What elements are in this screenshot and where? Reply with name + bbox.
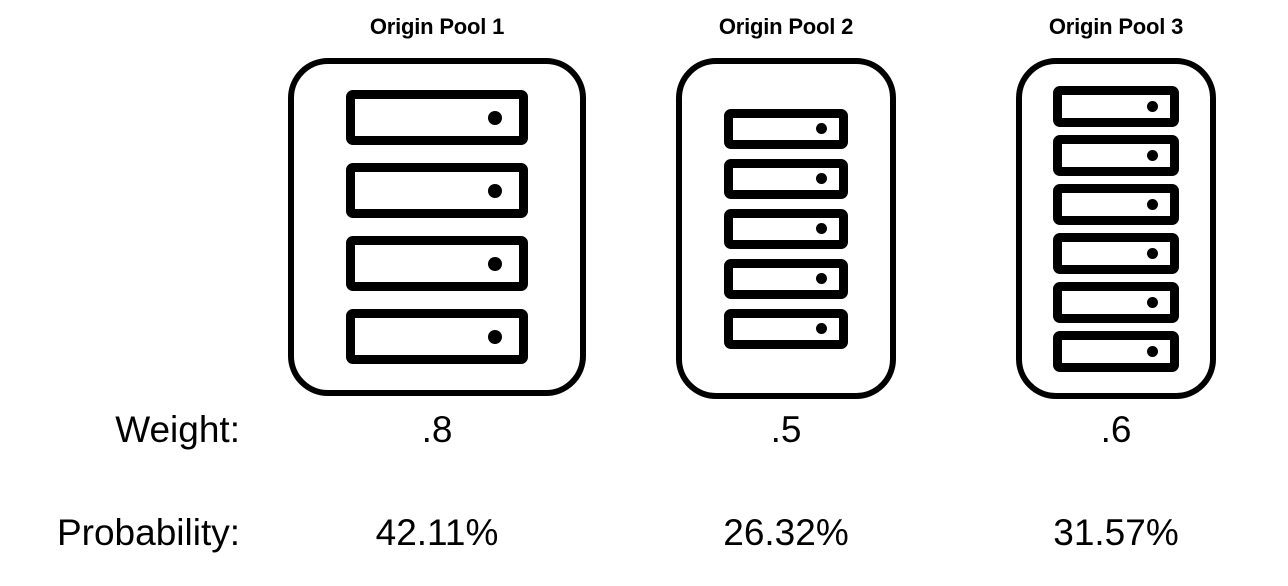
server-rack-unit-icon bbox=[1053, 330, 1179, 372]
server-rack-unit-icon bbox=[346, 90, 528, 145]
server-led-icon bbox=[1147, 345, 1158, 357]
server-led-icon bbox=[816, 173, 827, 184]
server-rack-unit-icon bbox=[1053, 232, 1179, 274]
server-led-icon bbox=[1147, 100, 1158, 112]
server-led-icon bbox=[488, 183, 502, 198]
server-led-icon bbox=[1147, 296, 1158, 308]
origin-pool-3-title: Origin Pool 3 bbox=[1048, 14, 1184, 39]
origin-pool-2-box[interactable] bbox=[676, 58, 896, 399]
server-led-icon bbox=[488, 110, 502, 125]
probability-value-pool-1: 42.11% bbox=[375, 512, 499, 553]
server-rack-unit-icon bbox=[724, 158, 848, 199]
weight-value-pool-2: .5 bbox=[770, 409, 802, 450]
server-led-icon bbox=[1147, 247, 1158, 259]
origin-pool-2-title: Origin Pool 2 bbox=[718, 14, 854, 39]
server-rack-unit-icon bbox=[1053, 281, 1179, 323]
server-rack-unit-icon bbox=[724, 308, 848, 349]
server-led-icon bbox=[816, 123, 827, 134]
server-led-icon bbox=[1147, 198, 1158, 210]
server-rack-unit-icon bbox=[346, 309, 528, 364]
server-rack-unit-icon bbox=[1053, 134, 1179, 176]
origin-pool-1-box[interactable] bbox=[288, 58, 586, 396]
weight-value-pool-1: .8 bbox=[421, 409, 453, 450]
weight-row-label: Weight: bbox=[115, 409, 240, 450]
server-rack-unit-icon bbox=[724, 208, 848, 249]
server-rack-unit-icon bbox=[724, 108, 848, 149]
probability-row-label: Probability: bbox=[56, 512, 240, 553]
server-led-icon bbox=[816, 273, 827, 284]
probability-value-pool-2: 26.32% bbox=[723, 512, 849, 553]
server-led-icon bbox=[1147, 149, 1158, 161]
server-rack-unit-icon bbox=[1053, 85, 1179, 127]
server-led-icon bbox=[816, 323, 827, 334]
origin-pool-1-title: Origin Pool 1 bbox=[369, 14, 505, 39]
probability-value-pool-3: 31.57% bbox=[1053, 512, 1179, 553]
server-rack-unit-icon bbox=[724, 258, 848, 299]
server-led-icon bbox=[488, 329, 502, 344]
origin-pool-3-box[interactable] bbox=[1016, 58, 1216, 399]
server-rack-unit-icon bbox=[1053, 183, 1179, 225]
server-rack-unit-icon bbox=[346, 163, 528, 218]
server-led-icon bbox=[488, 256, 502, 271]
weight-value-pool-3: .6 bbox=[1100, 409, 1132, 450]
server-led-icon bbox=[816, 223, 827, 234]
server-rack-unit-icon bbox=[346, 236, 528, 291]
